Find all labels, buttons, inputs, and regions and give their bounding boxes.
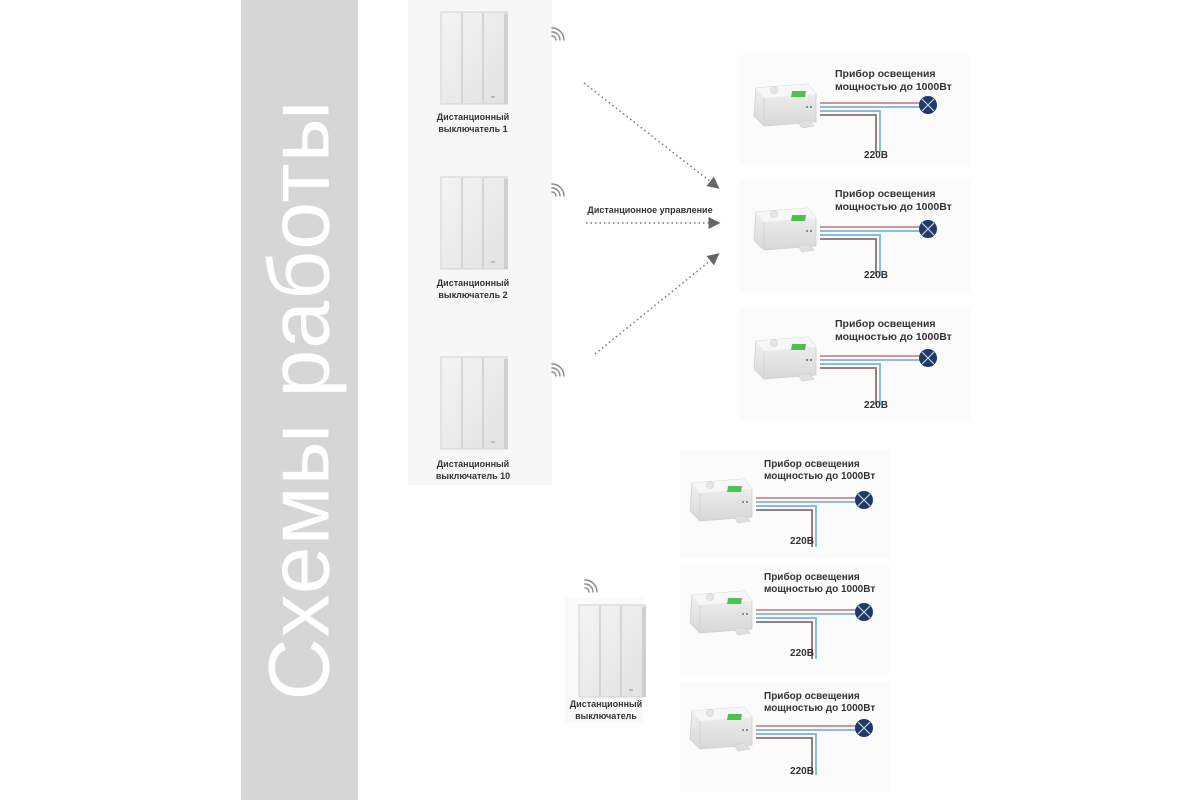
remote-switch-2: Дистанционный выключатель 2 <box>437 176 509 300</box>
load-title-line2: мощностью до 1000Вт <box>835 331 952 343</box>
voltage-label: 220В <box>864 270 888 281</box>
switch-label-line1: Дистанционный <box>437 112 509 122</box>
voltage-label: 220В <box>790 648 814 659</box>
remote-switch-1: Дистанционный выключатель 1 <box>437 11 509 134</box>
wifi-signal-icon <box>551 27 565 41</box>
voltage-label: 220В <box>864 400 888 411</box>
load-title-line2: мощностью до 1000Вт <box>764 584 875 595</box>
load-title-line1: Прибор освещения <box>764 571 860 583</box>
load-title-line2: мощностью до 1000Вт <box>764 471 875 482</box>
load-title-line1: Прибор освещения <box>764 690 860 702</box>
switch-icon <box>440 11 509 105</box>
signal-arrow-3 <box>594 253 720 355</box>
signal-arrow-1 <box>583 82 720 189</box>
switch-label-line2: выключатель 10 <box>436 471 510 481</box>
top-scheme: Дистанционный выключатель 1 Дистанционны… <box>408 0 970 485</box>
wifi-signal-icon <box>551 363 565 377</box>
switch-icon <box>440 356 509 450</box>
bottom-scheme: Дистанционный выключатель Прибор освещен… <box>565 450 890 792</box>
load-module-4: Прибор освещения мощностью до 1000Вт 220… <box>680 450 890 558</box>
switch-label-line2: выключатель 1 <box>438 124 507 134</box>
load-title-line1: Прибор освещения <box>764 458 860 470</box>
load-title-line2: мощностью до 1000Вт <box>835 81 952 93</box>
load-title-line1: Прибор освещения <box>835 188 936 200</box>
load-module-5: Прибор освещения мощностью до 1000Вт 220… <box>680 565 890 673</box>
switch-icon <box>578 604 647 698</box>
load-title-line1: Прибор освещения <box>835 318 936 330</box>
wifi-signal-icon <box>584 579 598 593</box>
load-module-3: Прибор освещения мощностью до 1000Вт 220… <box>740 308 970 420</box>
voltage-label: 220В <box>790 766 814 777</box>
wifi-signal-icon <box>551 183 565 197</box>
remote-switch-10: Дистанционный выключатель 10 <box>436 356 510 481</box>
load-title-line1: Прибор освещения <box>835 68 936 80</box>
voltage-label: 220В <box>864 150 888 161</box>
switch-label-line2: выключатель 2 <box>438 290 507 300</box>
load-title-line2: мощностью до 1000Вт <box>835 201 952 213</box>
switch-label-line1: Дистанционный <box>570 699 642 709</box>
remote-control-label: Дистанционное управление <box>587 205 712 215</box>
switch-label-line1: Дистанционный <box>437 278 509 288</box>
switch-label-line2: выключатель <box>575 711 637 721</box>
load-module-1: Прибор освещения мощностью до 1000Вт 220… <box>740 55 970 165</box>
switch-icon <box>440 176 509 270</box>
side-band <box>241 0 358 800</box>
load-module-2: Прибор освещения мощностью до 1000Вт 220… <box>740 180 970 292</box>
switch-label-line1: Дистанционный <box>437 459 509 469</box>
load-title-line2: мощностью до 1000Вт <box>764 703 875 714</box>
voltage-label: 220В <box>790 536 814 547</box>
load-module-6: Прибор освещения мощностью до 1000Вт 220… <box>680 682 890 792</box>
remote-switch-single: Дистанционный выключатель <box>565 579 647 723</box>
